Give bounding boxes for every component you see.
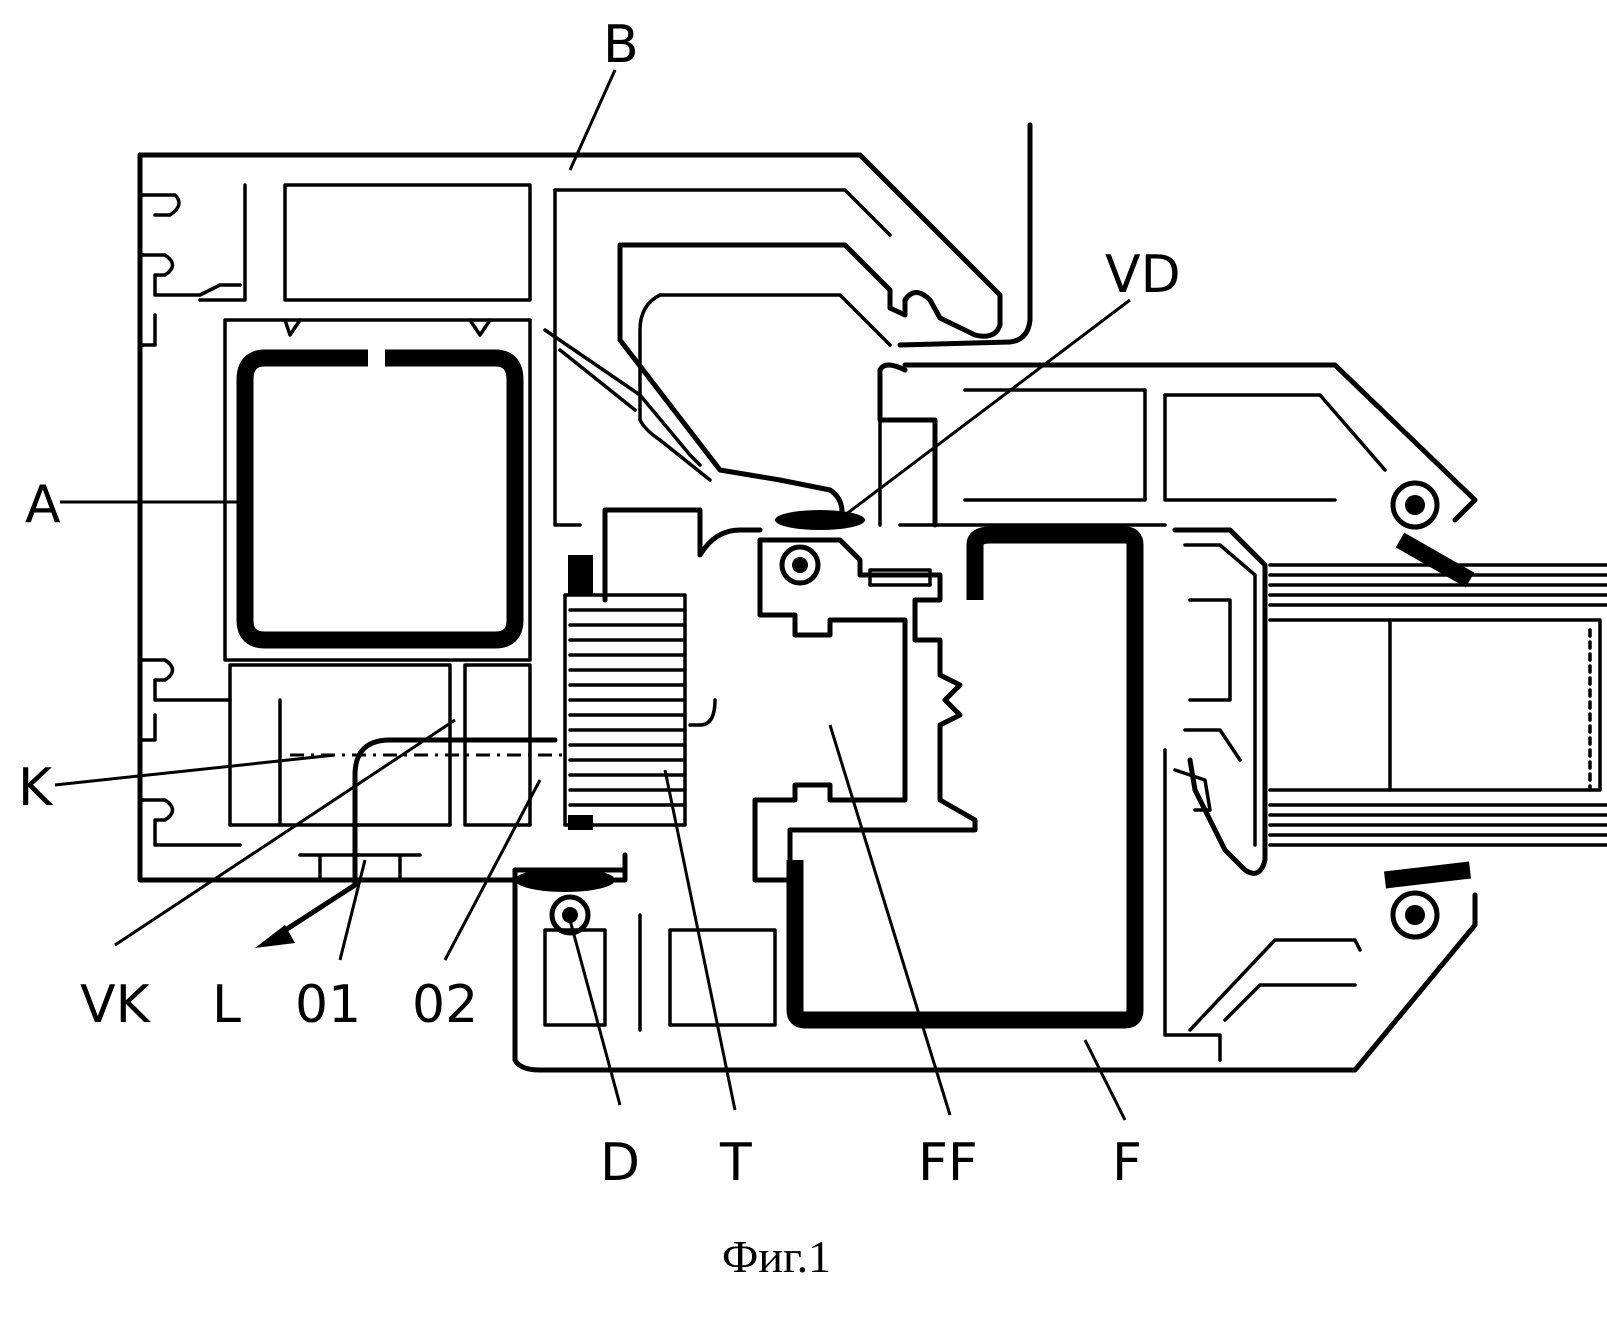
frame-profile-b <box>140 125 1030 880</box>
gasket-d <box>515 868 615 933</box>
label-vd: VD <box>1105 245 1181 305</box>
label-ff: FF <box>918 1133 978 1193</box>
label-vk: VK <box>80 975 152 1035</box>
drainage-channel <box>255 740 565 948</box>
label-k: K <box>18 758 54 818</box>
label-f: F <box>1112 1133 1142 1193</box>
reinforcement-a <box>245 358 515 640</box>
label-d: D <box>600 1133 640 1193</box>
label-t: T <box>719 1133 752 1193</box>
label-b: B <box>603 15 639 75</box>
thermal-insert-t <box>565 510 760 830</box>
sash-profile-f <box>515 365 1475 1070</box>
label-o1: 01 <box>295 975 361 1035</box>
gasket-vd <box>775 510 865 583</box>
figure-caption: Фиг.1 <box>722 1231 831 1282</box>
fitting-ff <box>755 540 975 880</box>
gasket-glazing-bottom <box>1385 870 1470 937</box>
label-o2: 02 <box>412 975 478 1035</box>
glazing-unit <box>1270 565 1607 845</box>
label-l: L <box>212 975 241 1035</box>
label-a: A <box>25 475 61 535</box>
